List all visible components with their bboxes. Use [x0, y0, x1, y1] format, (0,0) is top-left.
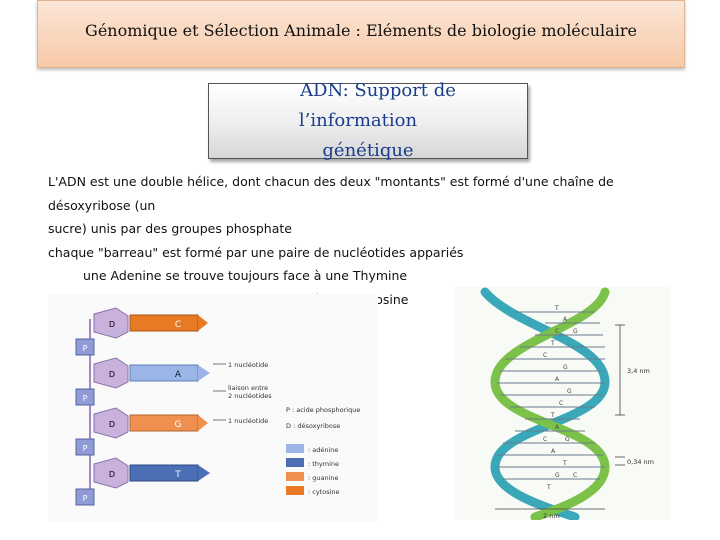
- base-label: A: [175, 370, 182, 380]
- sugar-label: D: [109, 470, 115, 479]
- slide-title: Génomique et Sélection Animale : Elément…: [85, 20, 637, 40]
- sugar-label: D: [109, 320, 115, 329]
- pair-label: G: [563, 364, 568, 371]
- phosphate-group: P: [75, 438, 95, 456]
- annotation-nucleotide-top: 1 nucléotide: [228, 361, 268, 369]
- legend-adenine: : adénine: [308, 446, 338, 454]
- pair-label: A: [551, 448, 556, 455]
- pair-label: G: [555, 472, 560, 479]
- pair-label: T: [550, 412, 555, 419]
- pair-label: G: [573, 328, 578, 335]
- double-helix-svg: T A C G T C G A G C T A C G A T G C T 3,…: [480, 287, 654, 522]
- measure-width: 2 nm: [543, 512, 560, 520]
- base-label: T: [174, 470, 181, 480]
- nucleotide-chain-svg: P P P P D C D A D: [75, 307, 360, 506]
- annotation-bond-line2: 2 nucléotides: [228, 392, 272, 400]
- pair-label: G: [565, 436, 570, 443]
- legend-guanine: : guanine: [308, 474, 339, 482]
- legend-sugar: D : désoxyribose: [286, 422, 340, 430]
- pair-label: T: [550, 340, 555, 347]
- pair-label: C: [543, 352, 547, 359]
- slide-header: Génomique et Sélection Animale : Elément…: [37, 0, 685, 68]
- phosphate-label: P: [83, 344, 88, 353]
- pair-label: G: [567, 388, 572, 395]
- pair-label: C: [543, 436, 547, 443]
- pair-label: A: [555, 376, 560, 383]
- annotation-bond-line1: liaison entre: [228, 384, 268, 392]
- section-title-line1: ADN: Support de l’information: [298, 80, 456, 131]
- section-title-line2: génétique: [322, 140, 414, 161]
- pair-label: C: [559, 400, 563, 407]
- phosphate-label: P: [83, 494, 88, 503]
- pair-label: T: [554, 305, 559, 312]
- body-line-adenine: une Adenine se trouve toujours face à un…: [83, 268, 408, 283]
- pair-label: T: [546, 484, 551, 491]
- section-title-box: ADN: Support de l’information génétique: [208, 80, 528, 161]
- base-label: G: [175, 420, 182, 430]
- helix-pair-labels: T A C G T C G A G C T A C G A T G C T: [543, 305, 578, 491]
- phosphate-group: P: [75, 388, 95, 406]
- pair-label: C: [573, 472, 577, 479]
- nucleotide-c: D C: [93, 307, 208, 339]
- phosphate-group: P: [75, 488, 95, 506]
- pair-label: A: [563, 316, 568, 323]
- helix-strand-green: [490, 287, 610, 522]
- legend-phosphate: P : acide phosphorique: [286, 406, 360, 414]
- pair-label: T: [562, 460, 567, 467]
- phosphate-group: P: [75, 338, 95, 356]
- nucleotide-t: D T: [93, 457, 210, 489]
- measure-pitch: 3,4 nm: [627, 367, 650, 375]
- nucleotide-chain-figure: P P P P D C D A D: [48, 294, 378, 522]
- phosphate-label: P: [83, 394, 88, 403]
- pair-label: A: [555, 424, 560, 431]
- base-label: C: [175, 320, 181, 330]
- section-title: ADN: Support de l’information génétique: [209, 76, 527, 166]
- legend-thymine: : thymine: [308, 460, 339, 468]
- body-line: L'ADN est une double hélice, dont chacun…: [48, 174, 614, 213]
- body-line: sucre) unis par des groupes phosphate: [48, 221, 292, 236]
- measure-step: 0,34 nm: [627, 458, 654, 466]
- double-helix-figure: T A C G T C G A G C T A C G A T G C T 3,…: [455, 287, 670, 522]
- nucleotide-a: D A: [93, 357, 210, 389]
- helix-base-pairs: [497, 311, 605, 480]
- pair-label: C: [555, 328, 559, 335]
- legend-cytosine: : cytosine: [308, 488, 340, 496]
- phosphate-label: P: [83, 444, 88, 453]
- sugar-label: D: [109, 420, 115, 429]
- sugar-label: D: [109, 370, 115, 379]
- annotation-nucleotide-bottom: 1 nucléotide: [228, 417, 268, 425]
- body-line: chaque "barreau" est formé par une paire…: [48, 244, 464, 260]
- figure-legend: P : acide phosphorique D : désoxyribose …: [286, 406, 360, 496]
- nucleotide-g: D G: [93, 407, 208, 439]
